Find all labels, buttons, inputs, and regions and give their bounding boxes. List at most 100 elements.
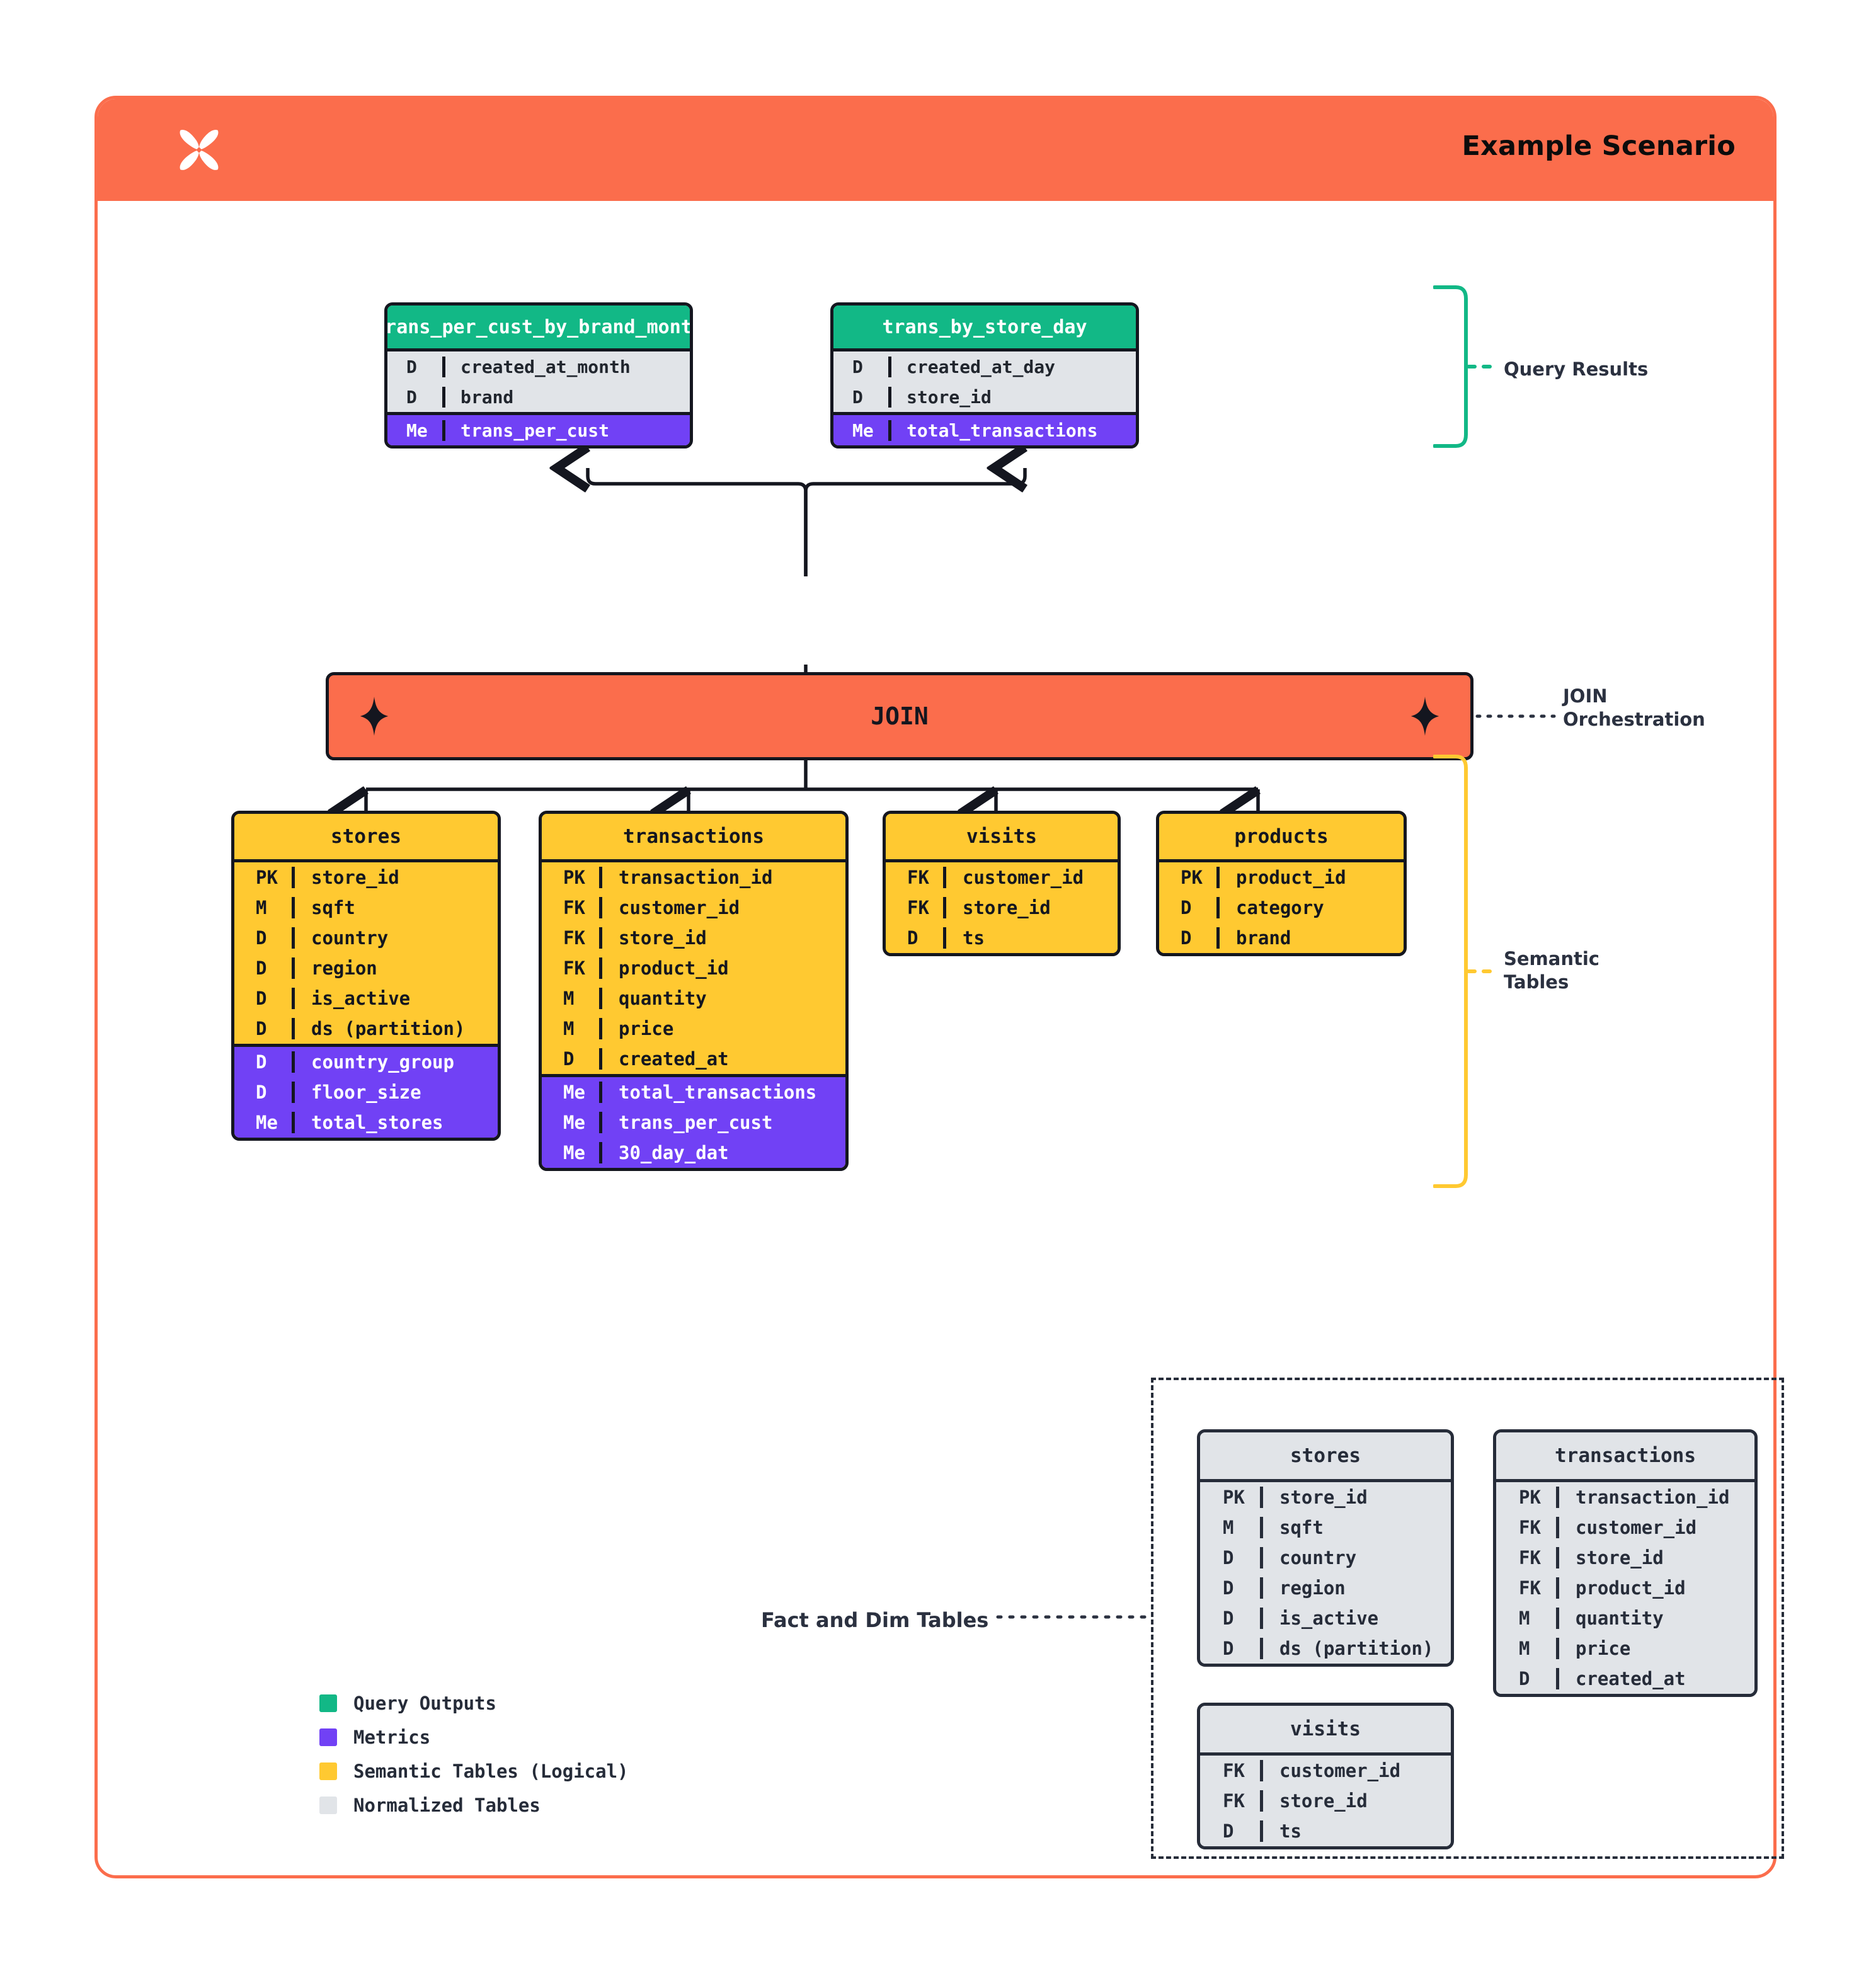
legend-swatch <box>319 1694 337 1712</box>
field-name: quantity <box>619 988 707 1009</box>
field-key: M <box>542 988 602 1009</box>
field-key: D <box>234 988 295 1009</box>
field-name: floor_size <box>311 1082 421 1103</box>
field-key: PK <box>1200 1487 1263 1508</box>
dimension-group: D created_at_month D brand <box>387 348 690 412</box>
field-name: customer_id <box>963 867 1084 888</box>
field-name: created_at <box>1576 1668 1686 1689</box>
legend-item-normalized-tables: Normalized Tables <box>319 1788 629 1822</box>
query-results-bracket <box>1433 285 1501 448</box>
annotation-fact-and-dim-tables: Fact and Dim Tables <box>761 1608 989 1632</box>
field-name: trans_per_cust <box>461 420 610 441</box>
field-key: M <box>1496 1638 1559 1659</box>
field-key: D <box>1200 1577 1263 1599</box>
table-header: visits <box>886 814 1118 859</box>
field-name: sqft <box>311 897 355 918</box>
field-name: ds (partition) <box>311 1018 466 1039</box>
annotation-semantic-line1: Semantic <box>1504 948 1599 969</box>
field-name: store_id <box>1279 1487 1368 1508</box>
annotation-query-results: Query Results <box>1504 358 1649 380</box>
table-header: stores <box>1200 1432 1451 1479</box>
sparkle-icon <box>1410 697 1439 736</box>
field-key: FK <box>886 867 946 888</box>
field-key: FK <box>542 957 602 979</box>
field-key: D <box>234 1082 295 1103</box>
card-header: Example Scenario <box>98 99 1773 201</box>
field-name: total_transactions <box>619 1082 817 1103</box>
join-orchestration-bar[interactable]: JOIN <box>326 672 1473 760</box>
field-name: category <box>1236 897 1324 918</box>
field-key: FK <box>1200 1760 1263 1781</box>
field-key: D <box>1200 1608 1263 1629</box>
query-result-table-trans-per-cust-by-brand-month[interactable]: trans_per_cust_by_brand_month D created_… <box>384 302 693 448</box>
field-key: D <box>1159 897 1220 918</box>
field-name: product_id <box>619 957 729 979</box>
field-key: M <box>542 1018 602 1039</box>
field-key: PK <box>1159 867 1220 888</box>
table-row: D created_at_month <box>387 351 690 382</box>
field-key: D <box>234 1051 295 1073</box>
field-name: region <box>1279 1577 1346 1599</box>
metric-group: Me total_transactions <box>833 412 1136 445</box>
table-header: visits <box>1200 1706 1451 1752</box>
semantic-tables-bracket <box>1433 755 1501 1188</box>
field-name: 30_day_dat <box>619 1142 729 1163</box>
field-key: Me <box>542 1112 602 1133</box>
legend-label: Query Outputs <box>353 1693 496 1714</box>
field-key: Me <box>833 420 891 441</box>
field-key: D <box>1159 927 1220 949</box>
query-result-table-trans-by-store-day[interactable]: trans_by_store_day D created_at_day D st… <box>830 302 1139 448</box>
field-key: PK <box>542 867 602 888</box>
field-key: M <box>234 897 295 918</box>
field-key: M <box>1200 1517 1263 1538</box>
field-key: Me <box>387 420 445 441</box>
table-header: trans_by_store_day <box>833 306 1136 348</box>
field-key: FK <box>542 897 602 918</box>
field-name: customer_id <box>1576 1517 1697 1538</box>
field-name: product_id <box>1576 1577 1686 1599</box>
field-name: created_at_month <box>461 356 631 377</box>
field-name: store_id <box>619 927 707 949</box>
field-key: D <box>542 1048 602 1070</box>
field-name: store_id <box>311 867 399 888</box>
field-name: trans_per_cust <box>619 1112 773 1133</box>
field-key: FK <box>1200 1790 1263 1812</box>
field-name: is_active <box>311 988 411 1009</box>
field-name: brand <box>461 386 514 408</box>
metric-group: Me trans_per_cust <box>387 412 690 445</box>
field-key: Me <box>234 1112 295 1133</box>
fact-dim-group-box <box>1151 1378 1784 1859</box>
annotation-join-orchestration: JOIN Orchestration <box>1563 685 1705 731</box>
sparkle-icon <box>360 697 389 736</box>
table-row: D created_at_day <box>833 351 1136 382</box>
bowtie-x-logo-icon <box>180 130 219 170</box>
field-key: D <box>234 1018 295 1039</box>
